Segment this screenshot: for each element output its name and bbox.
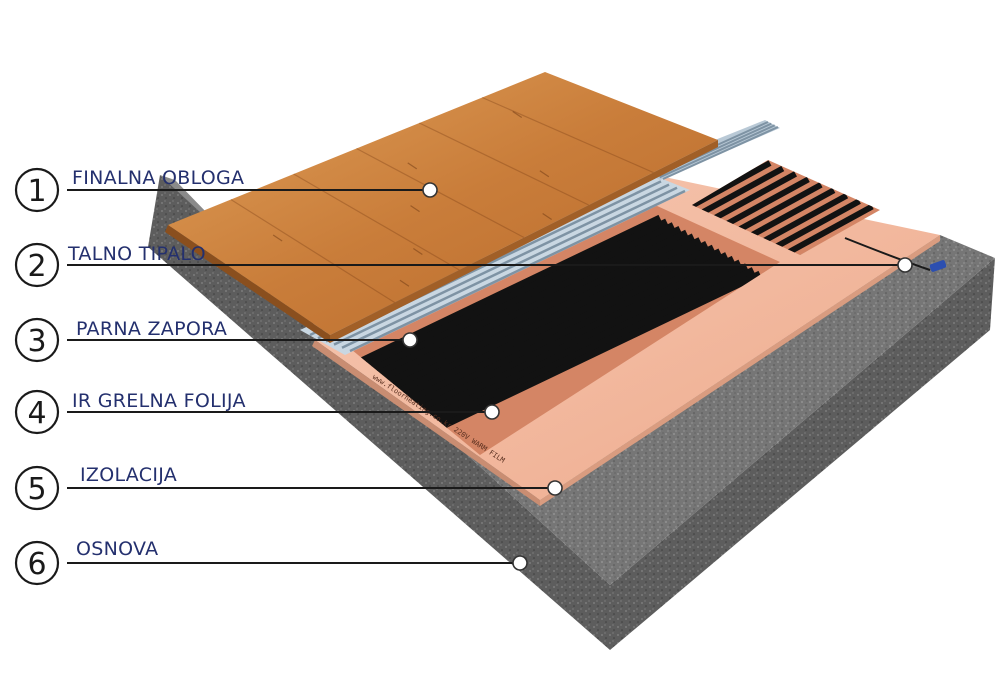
heating-strip bbox=[395, 252, 729, 417]
wood-seam bbox=[356, 147, 525, 239]
wood-flooring bbox=[165, 72, 718, 343]
callout-6-label: OSNOVA bbox=[76, 538, 158, 560]
heating-strip bbox=[352, 218, 669, 383]
callout-1: 1 FINALNA OBLOGA bbox=[14, 167, 438, 213]
wood-joint bbox=[410, 205, 420, 213]
concrete-top-face bbox=[160, 175, 995, 585]
callout-6-circle bbox=[14, 540, 60, 586]
callout-1-circle bbox=[14, 167, 60, 213]
wood-joint bbox=[542, 213, 552, 221]
wood-seam bbox=[419, 122, 589, 206]
heating-strip bbox=[352, 214, 662, 380]
heating-strip bbox=[775, 203, 874, 255]
heating-strips-front bbox=[352, 214, 762, 436]
callout-3-number: 3 bbox=[27, 324, 46, 359]
vapor-stripe bbox=[341, 186, 678, 349]
wood-right-edge bbox=[330, 140, 718, 343]
callout-2-label: TALNO TIPALO bbox=[67, 243, 206, 265]
callout-4-label: IR GRELNA FOLIJA bbox=[72, 390, 246, 412]
callout-1-label: FINALNA OBLOGA bbox=[72, 167, 244, 189]
heating-strip bbox=[352, 222, 675, 387]
callout-3-dot bbox=[402, 332, 418, 348]
callout-3-label: PARNA ZAPORA bbox=[76, 318, 227, 340]
wood-joint bbox=[512, 110, 523, 118]
callout-6-number: 6 bbox=[27, 547, 46, 582]
callout-6: 6 OSNOVA bbox=[14, 538, 528, 586]
vapor-stripe bbox=[659, 124, 776, 179]
callout-2-dot bbox=[897, 257, 913, 273]
heating-strip bbox=[361, 233, 695, 398]
callout-4-circle bbox=[14, 389, 60, 435]
wood-joint bbox=[272, 234, 283, 242]
sensor-wire bbox=[844, 237, 931, 271]
callout-2-number: 2 bbox=[27, 249, 46, 284]
heating-strip bbox=[737, 187, 836, 245]
heating-strip bbox=[763, 198, 861, 255]
heating-strip bbox=[368, 237, 702, 402]
callout-3-circle bbox=[14, 317, 60, 363]
heating-strip bbox=[692, 160, 772, 218]
callout-4-dot bbox=[484, 404, 500, 420]
wood-front-edge bbox=[165, 225, 330, 343]
concrete-right-face bbox=[610, 258, 995, 650]
wood-joint bbox=[399, 279, 410, 287]
callout-5-circle bbox=[14, 465, 60, 511]
heating-strip bbox=[408, 259, 742, 424]
wood-joint bbox=[539, 170, 550, 178]
heating-strip bbox=[388, 248, 722, 413]
wood-top-face bbox=[168, 72, 718, 335]
callout-4: 4 IR GRELNA FOLIJA bbox=[14, 389, 500, 435]
insulation-edge-right bbox=[540, 235, 940, 506]
heating-strip bbox=[401, 255, 735, 421]
heating-strip bbox=[428, 270, 762, 436]
wood-joint bbox=[413, 247, 423, 255]
callout-1-number: 1 bbox=[27, 174, 46, 209]
sensor-head bbox=[929, 260, 947, 272]
callout-5-dot bbox=[547, 480, 563, 496]
callout-6-dot bbox=[512, 555, 528, 571]
callout-2-circle bbox=[14, 242, 60, 288]
callout-1-dot bbox=[422, 182, 438, 198]
heating-strip bbox=[421, 267, 755, 432]
callout-5-number: 5 bbox=[27, 472, 46, 507]
heating-strip bbox=[724, 182, 823, 240]
heating-strip bbox=[415, 263, 749, 428]
callout-5: 5 IZOLACIJA bbox=[14, 464, 563, 511]
wood-joint bbox=[407, 162, 418, 170]
callout-4-number: 4 bbox=[27, 396, 46, 431]
wood-plank-seams bbox=[230, 96, 654, 304]
heating-strip bbox=[381, 244, 715, 410]
callouts: 1 FINALNA OBLOGA 2 TALNO TIPALO 3 PARNA … bbox=[14, 167, 913, 586]
callout-3: 3 PARNA ZAPORA bbox=[14, 317, 418, 363]
vapor-stripe bbox=[662, 126, 779, 180]
wood-seam bbox=[481, 96, 654, 174]
vapor-stripe bbox=[349, 189, 686, 353]
callout-5-label: IZOLACIJA bbox=[80, 464, 177, 486]
heating-strip bbox=[352, 226, 682, 391]
floor-sensor bbox=[844, 237, 947, 272]
callout-2: 2 TALNO TIPALO bbox=[14, 242, 913, 288]
wood-seam bbox=[230, 198, 395, 304]
heating-strip bbox=[375, 240, 709, 406]
insulation-edge bbox=[312, 340, 540, 506]
heating-strip bbox=[750, 193, 849, 251]
heating-strip bbox=[355, 229, 689, 395]
